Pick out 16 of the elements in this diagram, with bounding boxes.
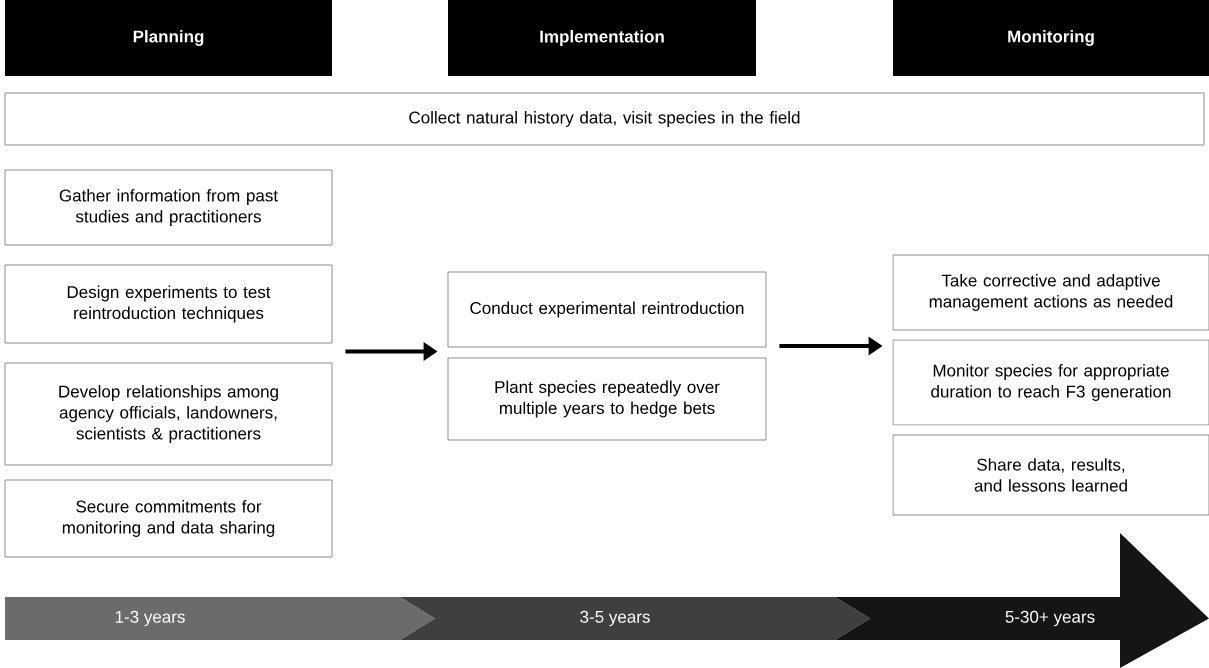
activity-box: Gather information from past studies and practitioners [4,169,333,246]
activity-box: Secure commitments for monitoring and data sharing [4,479,333,558]
activity-box: Plant species repeatedly over multiple years to hedge bets [447,357,767,441]
activity-box: Monitor species for appropriate duration to reach F3 generation [892,339,1209,426]
activity-box: Share data, results, and lessons learned [892,434,1209,516]
activity-box: Conduct experimental reintroduction [447,271,767,348]
timeline-segment: 5-30+ years [835,533,1209,668]
timeline-segment: 3-5 years [400,597,870,640]
timeline-segment: 1-3 years [5,597,435,640]
phase-header: Monitoring [893,0,1209,76]
activity-box: Develop relationships among agency officials, landowners, scientists & practitioners [4,362,333,466]
activity-box: Design experiments to test reintroduction techniques [4,264,333,344]
activity-box: Take corrective and adaptive management actions as needed [892,254,1209,331]
phase-header: Implementation [448,0,756,76]
activity-box: Collect natural history data, visit species in the field [4,92,1205,146]
phase-header: Planning [5,0,332,76]
